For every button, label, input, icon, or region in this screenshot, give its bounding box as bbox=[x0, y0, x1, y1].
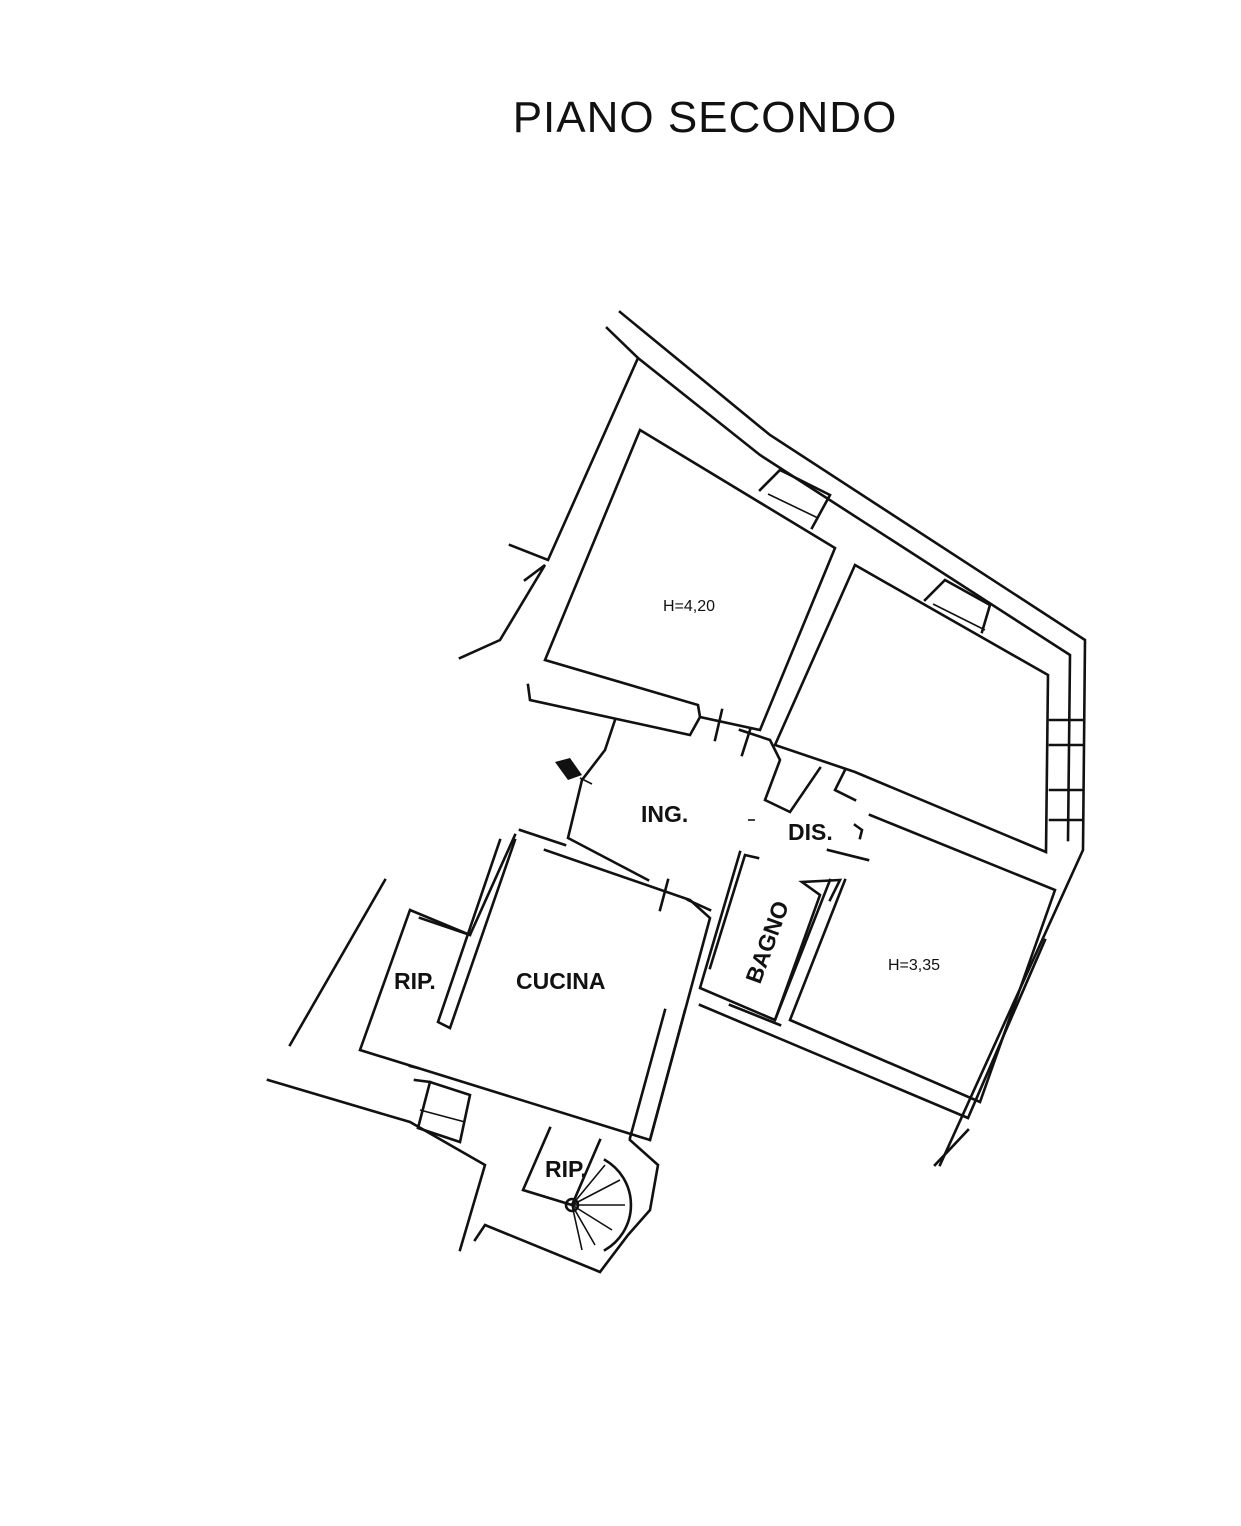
room-label-bagno: BAGNO bbox=[740, 897, 794, 986]
room-label-disimpegno: DIS. bbox=[788, 819, 833, 845]
entrance-walls bbox=[518, 708, 870, 912]
room-label-ingresso: ING. bbox=[641, 801, 688, 827]
kitchen-walls bbox=[358, 833, 712, 1144]
room-top-right-walls bbox=[773, 563, 1084, 854]
bedroom-walls bbox=[698, 813, 1057, 1120]
room-label-cucina: CUCINA bbox=[516, 968, 605, 994]
outer-walls bbox=[266, 310, 1087, 1274]
room-large-walls bbox=[526, 428, 837, 737]
bathroom-walls bbox=[698, 850, 843, 1022]
room-label-ripostiglio-stair: RIP. bbox=[545, 1156, 587, 1182]
room-label-ripostiglio-left: RIP. bbox=[394, 968, 436, 994]
stair-storage-walls bbox=[521, 1126, 633, 1252]
room-height-label-large: H=4,20 bbox=[663, 598, 715, 615]
room-height-label-bedroom: H=3,35 bbox=[888, 957, 940, 974]
entry-arrow-icon bbox=[555, 758, 593, 785]
page-title: PIANO SECONDO bbox=[512, 93, 898, 142]
